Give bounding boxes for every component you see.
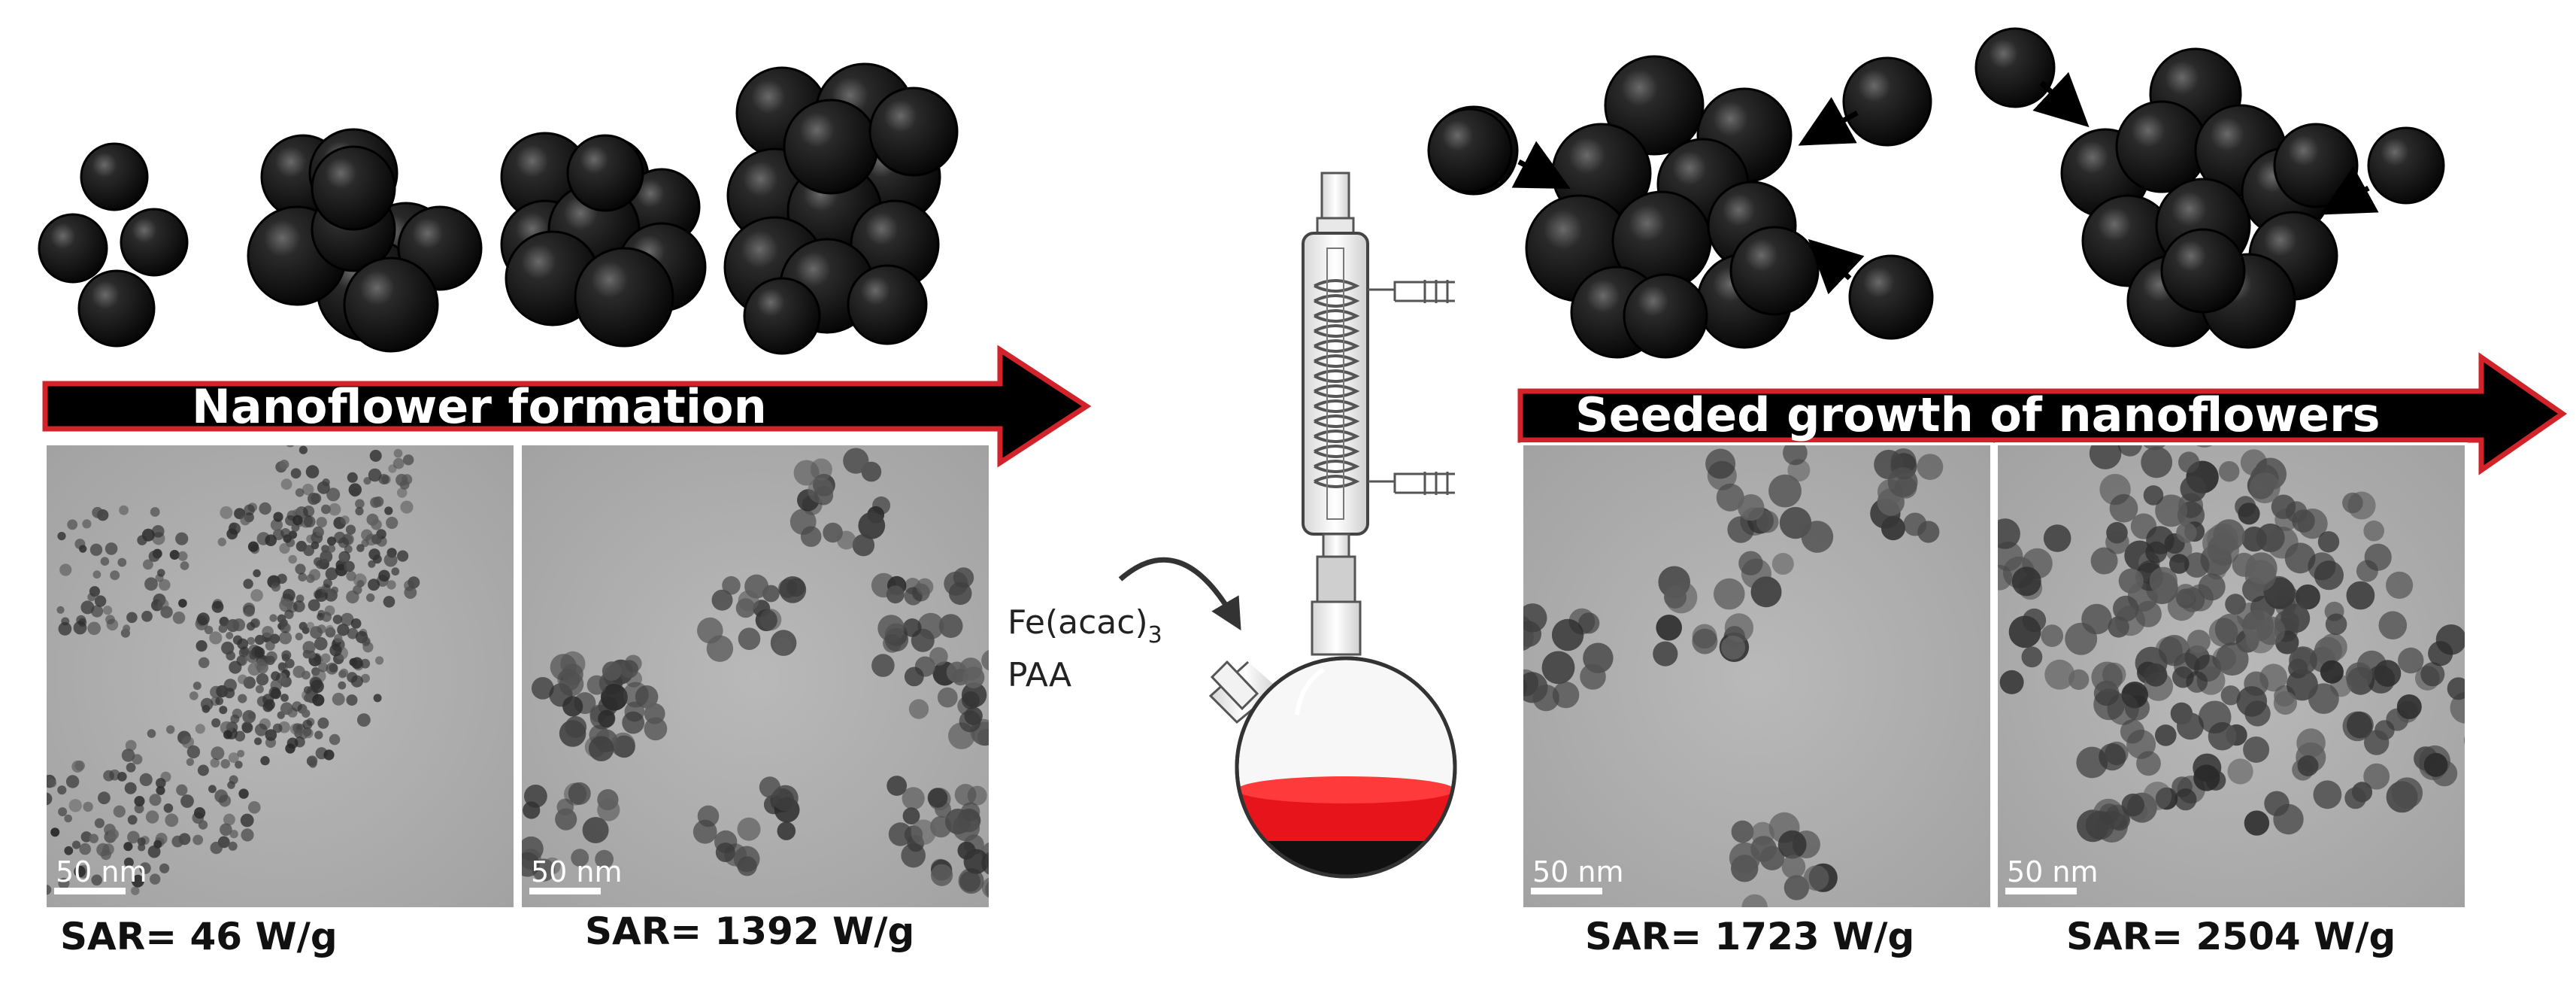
nanoflower-particle	[2160, 228, 2246, 314]
cluster-particle	[311, 145, 396, 231]
scale-bar	[1531, 888, 1602, 894]
seed-particle	[1974, 27, 2056, 108]
sar-label-2: SAR= 1392 W/g	[585, 909, 914, 953]
seed-particle	[2367, 126, 2445, 205]
seeded-growth-label: Seeded growth of nanoflowers	[1575, 387, 2381, 442]
tem-particles	[1996, 444, 2466, 843]
tem-image-1	[45, 444, 515, 909]
scale-bar	[529, 888, 601, 894]
scale-bar-label: 50 nm	[56, 855, 147, 888]
sar-label-4: SAR= 2504 W/g	[2066, 915, 2396, 958]
tem-image-2	[520, 444, 990, 909]
cluster-particle	[574, 247, 674, 348]
nanoflower-particle	[2273, 123, 2359, 208]
nanoflower-particle	[2115, 100, 2208, 193]
nanoflower-formation-label: Nanoflower formation	[192, 379, 767, 434]
reagent-paa: PAA	[1008, 656, 1071, 694]
tem-panels: 50 nm 50 nm 50 nm 50 nm	[44, 442, 2468, 910]
tem-frame	[519, 442, 992, 910]
seed-particle	[1842, 56, 1932, 147]
scale-bar	[54, 888, 126, 894]
tem-frame	[1520, 442, 1993, 910]
sar-label-3: SAR= 1723 W/g	[1585, 915, 1914, 958]
tem-particles	[520, 448, 990, 899]
nanoparticle-illustrations	[38, 27, 2445, 359]
nanoflower-formation-arrow: Nanoflower formation	[42, 345, 1092, 468]
tem-image-4	[1996, 444, 2466, 909]
growth-arrows	[1511, 71, 2379, 295]
tem-image-3	[1522, 444, 1992, 909]
tem-particles	[1522, 444, 1944, 909]
cluster-particle	[343, 257, 439, 353]
nanoflower-particle	[1604, 55, 1705, 156]
scale-bar-label: 50 nm	[531, 855, 623, 888]
scale-bar	[2005, 888, 2077, 894]
nanoflower-particle	[847, 264, 928, 345]
tem-frame	[44, 442, 517, 910]
nanoflower-particle	[783, 99, 879, 195]
nanoflower-particle	[868, 87, 959, 177]
tem-particles	[45, 444, 420, 895]
single-particle	[38, 213, 108, 284]
single-particle	[80, 142, 149, 211]
nanoflower-particle	[743, 277, 821, 355]
sar-label-1: SAR= 46 W/g	[60, 915, 338, 958]
scale-bar-label: 50 nm	[1532, 855, 1624, 888]
tem-frame	[1995, 442, 2468, 910]
single-particle	[77, 269, 156, 348]
cluster-particle	[566, 134, 644, 212]
scale-bar-label: 50 nm	[2007, 855, 2099, 888]
nanoflower-particle	[1623, 273, 1708, 359]
seeded-growth-arrow: Seeded growth of nanoflowers	[1517, 352, 2568, 475]
single-particle	[120, 208, 189, 277]
seed-particle	[1427, 108, 1513, 193]
reflux-apparatus	[1118, 172, 1457, 879]
reagent-fe-acac: Fe(acac)3	[1008, 603, 1162, 648]
nanoflower-particle	[1729, 226, 1820, 316]
seed-particle	[1848, 254, 1934, 340]
